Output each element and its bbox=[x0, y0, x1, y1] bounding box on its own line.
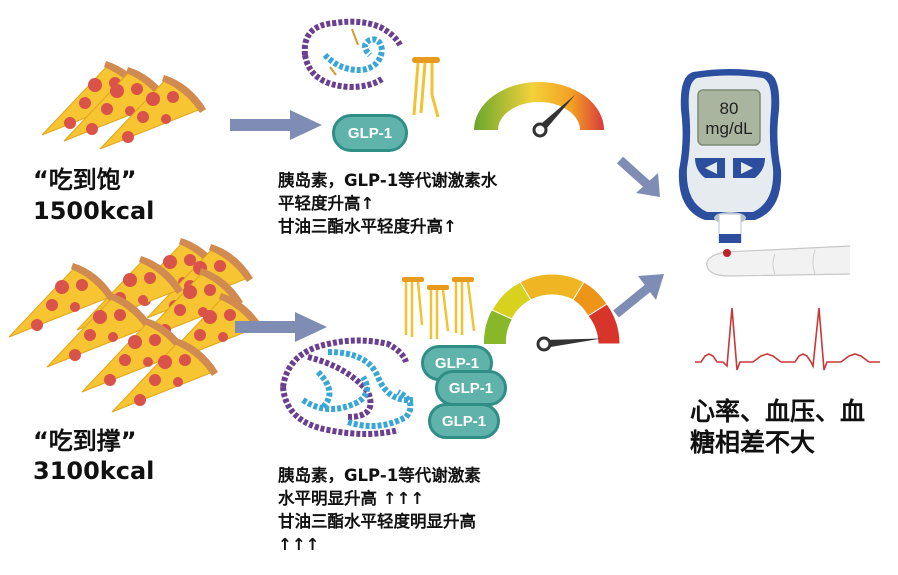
gauge-needle-hub bbox=[532, 122, 548, 138]
ecg-waveform bbox=[695, 307, 880, 371]
pizza-slices-large-icon bbox=[8, 237, 264, 413]
glp1-badge: GLP-1 bbox=[332, 114, 408, 152]
glucose-meter: 80 mg/dL bbox=[675, 69, 785, 245]
overeat-description: 胰岛素，GLP-1等代谢激素 水平明显升高 ↑↑↑ 甘油三酯水平轻度明显升高 ↑… bbox=[278, 464, 481, 556]
pizza-slices-small-icon bbox=[41, 61, 207, 150]
outcome-text: 心率、血压、血 糖相差不大 bbox=[690, 396, 865, 458]
arrow-right-icon bbox=[235, 312, 327, 342]
outcome-line: 糖相差不大 bbox=[690, 428, 816, 457]
insulin-molecule-icon bbox=[301, 18, 403, 91]
triglyceride-icon bbox=[412, 57, 440, 118]
triglycerides-icon bbox=[402, 277, 476, 339]
arrow-down-right-icon bbox=[616, 156, 660, 197]
normal-description: 胰岛素，GLP-1等代谢激素水 平轻度升高↑ 甘油三酯水平轻度升高↑ bbox=[278, 169, 497, 238]
gauge-needle-pointer bbox=[537, 94, 576, 133]
gauge-normal bbox=[474, 82, 604, 138]
overeat-meal-calories: 3100kcal bbox=[33, 457, 155, 485]
normal-description-line: 平轻度升高↑ bbox=[278, 194, 375, 213]
overeat-description-line: 胰岛素，GLP-1等代谢激素 bbox=[278, 466, 481, 485]
arrow-up-right-icon bbox=[613, 274, 664, 318]
arrow-right-icon bbox=[230, 110, 322, 140]
overeat-description-line: ↑↑↑ bbox=[278, 535, 320, 554]
glucose-unit: mg/dL bbox=[705, 119, 753, 138]
normal-meal-calories: 1500kcal bbox=[33, 197, 155, 225]
gauge-needle bbox=[536, 336, 602, 352]
glucose-value: 80 bbox=[719, 99, 739, 118]
gauge-needle-pointer bbox=[543, 338, 602, 348]
glucose-reading: 80 mg/dL bbox=[698, 99, 760, 139]
gauge-needle bbox=[532, 94, 576, 138]
gauge-overeat bbox=[483, 273, 621, 352]
normal-description-line: 胰岛素，GLP-1等代谢激素水 bbox=[278, 171, 498, 190]
overeat-meal-title: “吃到撑” bbox=[33, 427, 137, 455]
glp1-badge: GLP-1 bbox=[435, 370, 507, 406]
gauge-segments bbox=[483, 273, 621, 345]
overeat-description-line: 水平明显升高 ↑↑↑ bbox=[278, 489, 425, 508]
finger-icon bbox=[706, 245, 851, 277]
glp1-badge: GLP-1 bbox=[428, 403, 500, 439]
outcome-line: 心率、血压、血 bbox=[690, 397, 866, 426]
overeat-description-line: 甘油三酯水平轻度明显升高 bbox=[278, 512, 476, 531]
insulin-molecules-icon bbox=[280, 337, 414, 437]
gauge-needle-hub bbox=[536, 336, 552, 352]
glucose-meter-body-icon bbox=[678, 69, 782, 243]
normal-meal-title: “吃到饱” bbox=[33, 166, 137, 194]
normal-description-line: 甘油三酯水平轻度升高↑ bbox=[278, 217, 457, 236]
ecg-line bbox=[695, 307, 880, 371]
